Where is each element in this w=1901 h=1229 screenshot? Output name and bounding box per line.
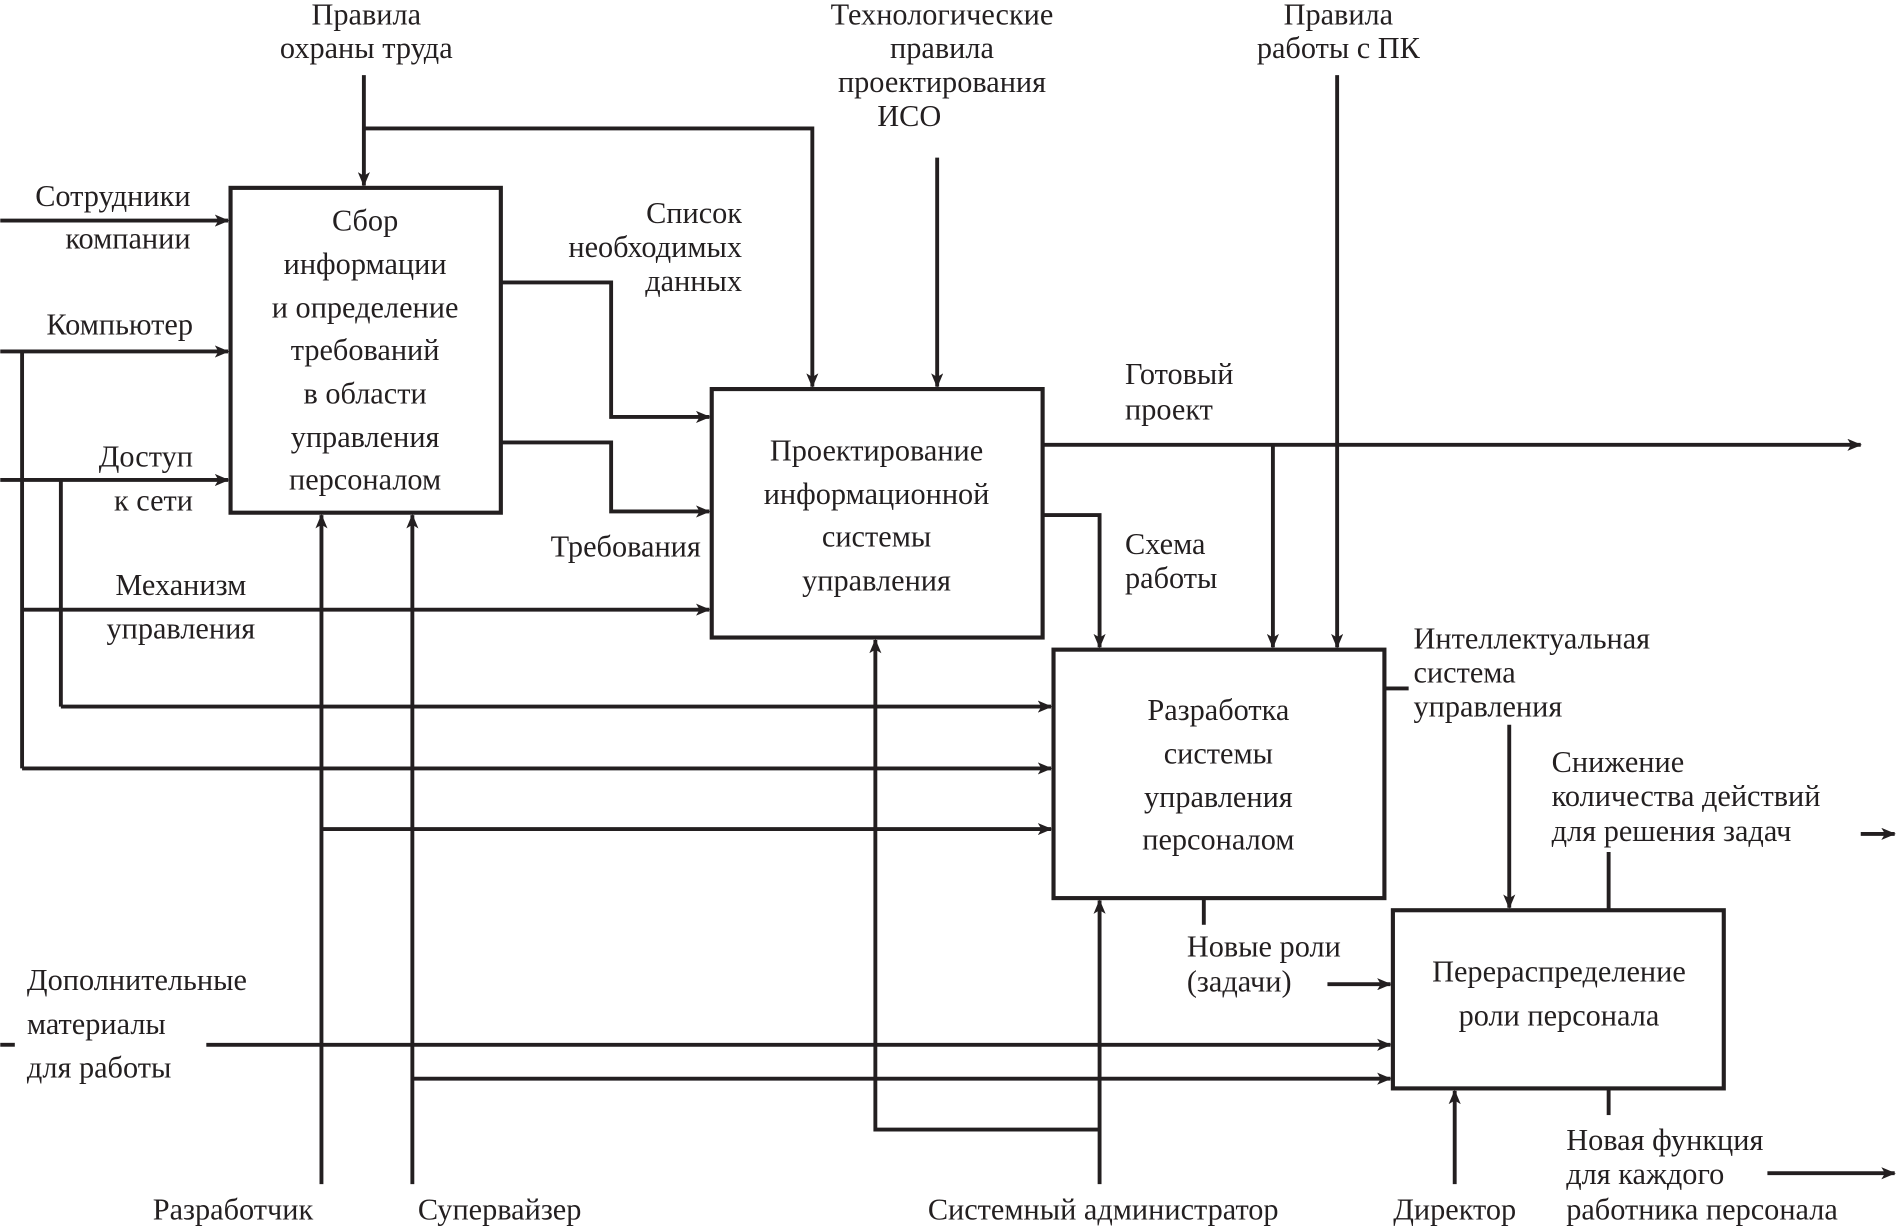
- label-work-scheme: работы: [1125, 561, 1217, 595]
- label-work-scheme: Схема: [1125, 527, 1206, 561]
- box-collect[interactable]: Сбор информации и определение требований…: [228, 185, 503, 515]
- label-tech-rules: правила: [890, 31, 994, 65]
- labels: Правила охраны труда Технологические пра…: [27, 0, 1838, 1226]
- label-new-function: работника персонала: [1566, 1192, 1838, 1226]
- label-extra-materials: материалы: [27, 1007, 166, 1041]
- box-develop-line: системы: [1164, 737, 1273, 771]
- arrow-work-scheme-to-develop: [1042, 513, 1106, 649]
- arrow-requirements-to-design: [500, 440, 711, 518]
- label-director: Директор: [1393, 1192, 1516, 1226]
- arrow-data-list-to-design: [500, 280, 711, 423]
- arrow-sysadmin-to-design: [869, 638, 1100, 1132]
- label-sysadmin: Системный администратор: [928, 1192, 1279, 1226]
- box-collect-line: Сбор: [332, 203, 398, 237]
- label-intelligent-system: система: [1413, 655, 1516, 689]
- label-developer: Разработчик: [153, 1192, 314, 1226]
- box-design[interactable]: Проектирование информационной системы уп…: [709, 387, 1045, 640]
- box-redistribute[interactable]: Перераспределение роли персонала: [1390, 908, 1726, 1091]
- label-extra-materials: для работы: [27, 1050, 171, 1084]
- label-new-function: Новая функция: [1566, 1123, 1763, 1157]
- arrow-labor-rules-to-design: [363, 126, 819, 388]
- label-mgmt-mechanism: Механизм: [115, 568, 246, 602]
- box-develop-line: персоналом: [1142, 823, 1294, 857]
- label-mgmt-mechanism: управления: [106, 612, 255, 646]
- label-network: Доступ: [99, 440, 193, 474]
- label-data-list: необходимых: [568, 230, 742, 264]
- box-collect-line: персоналом: [289, 463, 441, 497]
- connectors: [0, 75, 1896, 1185]
- label-tech-rules: Технологические: [831, 0, 1054, 31]
- label-reduce-actions: Снижение: [1552, 745, 1685, 779]
- label-pc-rules: работы с ПК: [1257, 31, 1421, 65]
- label-ready-project: проект: [1125, 392, 1213, 426]
- box-design-line: информационной: [764, 477, 990, 511]
- label-tech-rules: проектирования: [838, 65, 1046, 99]
- label-pc-rules: Правила: [1284, 0, 1394, 31]
- box-design-line: Проектирование: [770, 434, 983, 468]
- label-reduce-actions: для решения задач: [1552, 814, 1792, 848]
- label-network: к сети: [114, 483, 193, 517]
- label-extra-materials: Дополнительные: [27, 963, 247, 997]
- box-collect-line: в области: [304, 377, 427, 411]
- label-requirements: Требования: [551, 529, 701, 563]
- label-computer: Компьютер: [46, 308, 193, 342]
- box-design-line: системы: [822, 520, 931, 554]
- box-collect-line: информации: [284, 247, 447, 281]
- label-employees: компании: [65, 221, 190, 255]
- label-ready-project: Готовый: [1125, 357, 1233, 391]
- label-employees: Сотрудники: [35, 179, 190, 213]
- label-labor-rules: охраны труда: [280, 31, 453, 65]
- label-supervisor: Супервайзер: [418, 1192, 582, 1226]
- label-new-roles: Новые роли: [1187, 929, 1341, 963]
- label-reduce-actions: количества действий: [1552, 779, 1821, 813]
- label-tech-rules: ИСО: [877, 99, 941, 133]
- label-data-list: данных: [645, 264, 742, 298]
- box-collect-line: управления: [291, 420, 440, 454]
- box-redistribute-line: роли персонала: [1459, 998, 1660, 1032]
- label-labor-rules: Правила: [312, 0, 422, 31]
- box-collect-line: требований: [291, 333, 440, 367]
- box-redistribute-line: Перераспределение: [1432, 955, 1686, 989]
- label-new-roles: (задачи): [1187, 964, 1292, 998]
- box-develop-line: управления: [1144, 780, 1293, 814]
- label-data-list: Список: [646, 196, 742, 230]
- box-develop[interactable]: Разработка системы управления персоналом: [1051, 647, 1387, 901]
- label-intelligent-system: Интеллектуальная: [1413, 621, 1650, 655]
- label-new-function: для каждого: [1566, 1157, 1724, 1191]
- box-design-line: управления: [802, 563, 951, 597]
- box-collect-line: и определение: [272, 291, 459, 325]
- box-develop-line: Разработка: [1147, 693, 1290, 727]
- label-intelligent-system: управления: [1413, 689, 1562, 723]
